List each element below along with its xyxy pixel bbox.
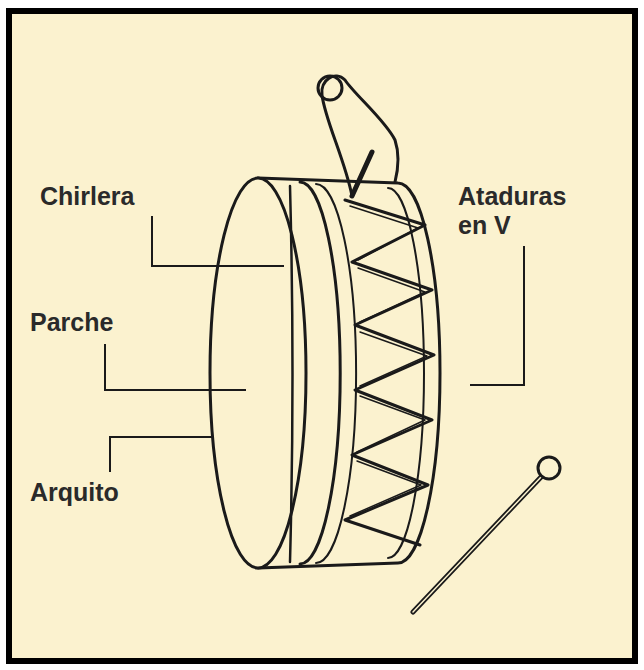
leader-line — [105, 344, 246, 390]
part-label: Parche — [30, 308, 113, 337]
v-ties — [345, 200, 434, 545]
part-label: Chirlera — [40, 182, 134, 211]
strap-loop — [318, 76, 342, 100]
strap — [322, 76, 398, 196]
leader-line — [470, 246, 524, 385]
mallet-stick — [413, 476, 542, 612]
part-label: Arquito — [30, 478, 119, 507]
leader-line — [110, 437, 212, 472]
mallet-head — [538, 457, 560, 479]
strap — [352, 152, 372, 196]
drum-rim — [316, 184, 356, 563]
mallet-stick — [413, 476, 542, 612]
drum-head — [210, 178, 306, 568]
snare-line — [290, 186, 292, 562]
v-ties — [350, 206, 427, 516]
part-label: Ataduras en V — [458, 182, 588, 240]
leader-line — [152, 216, 284, 266]
